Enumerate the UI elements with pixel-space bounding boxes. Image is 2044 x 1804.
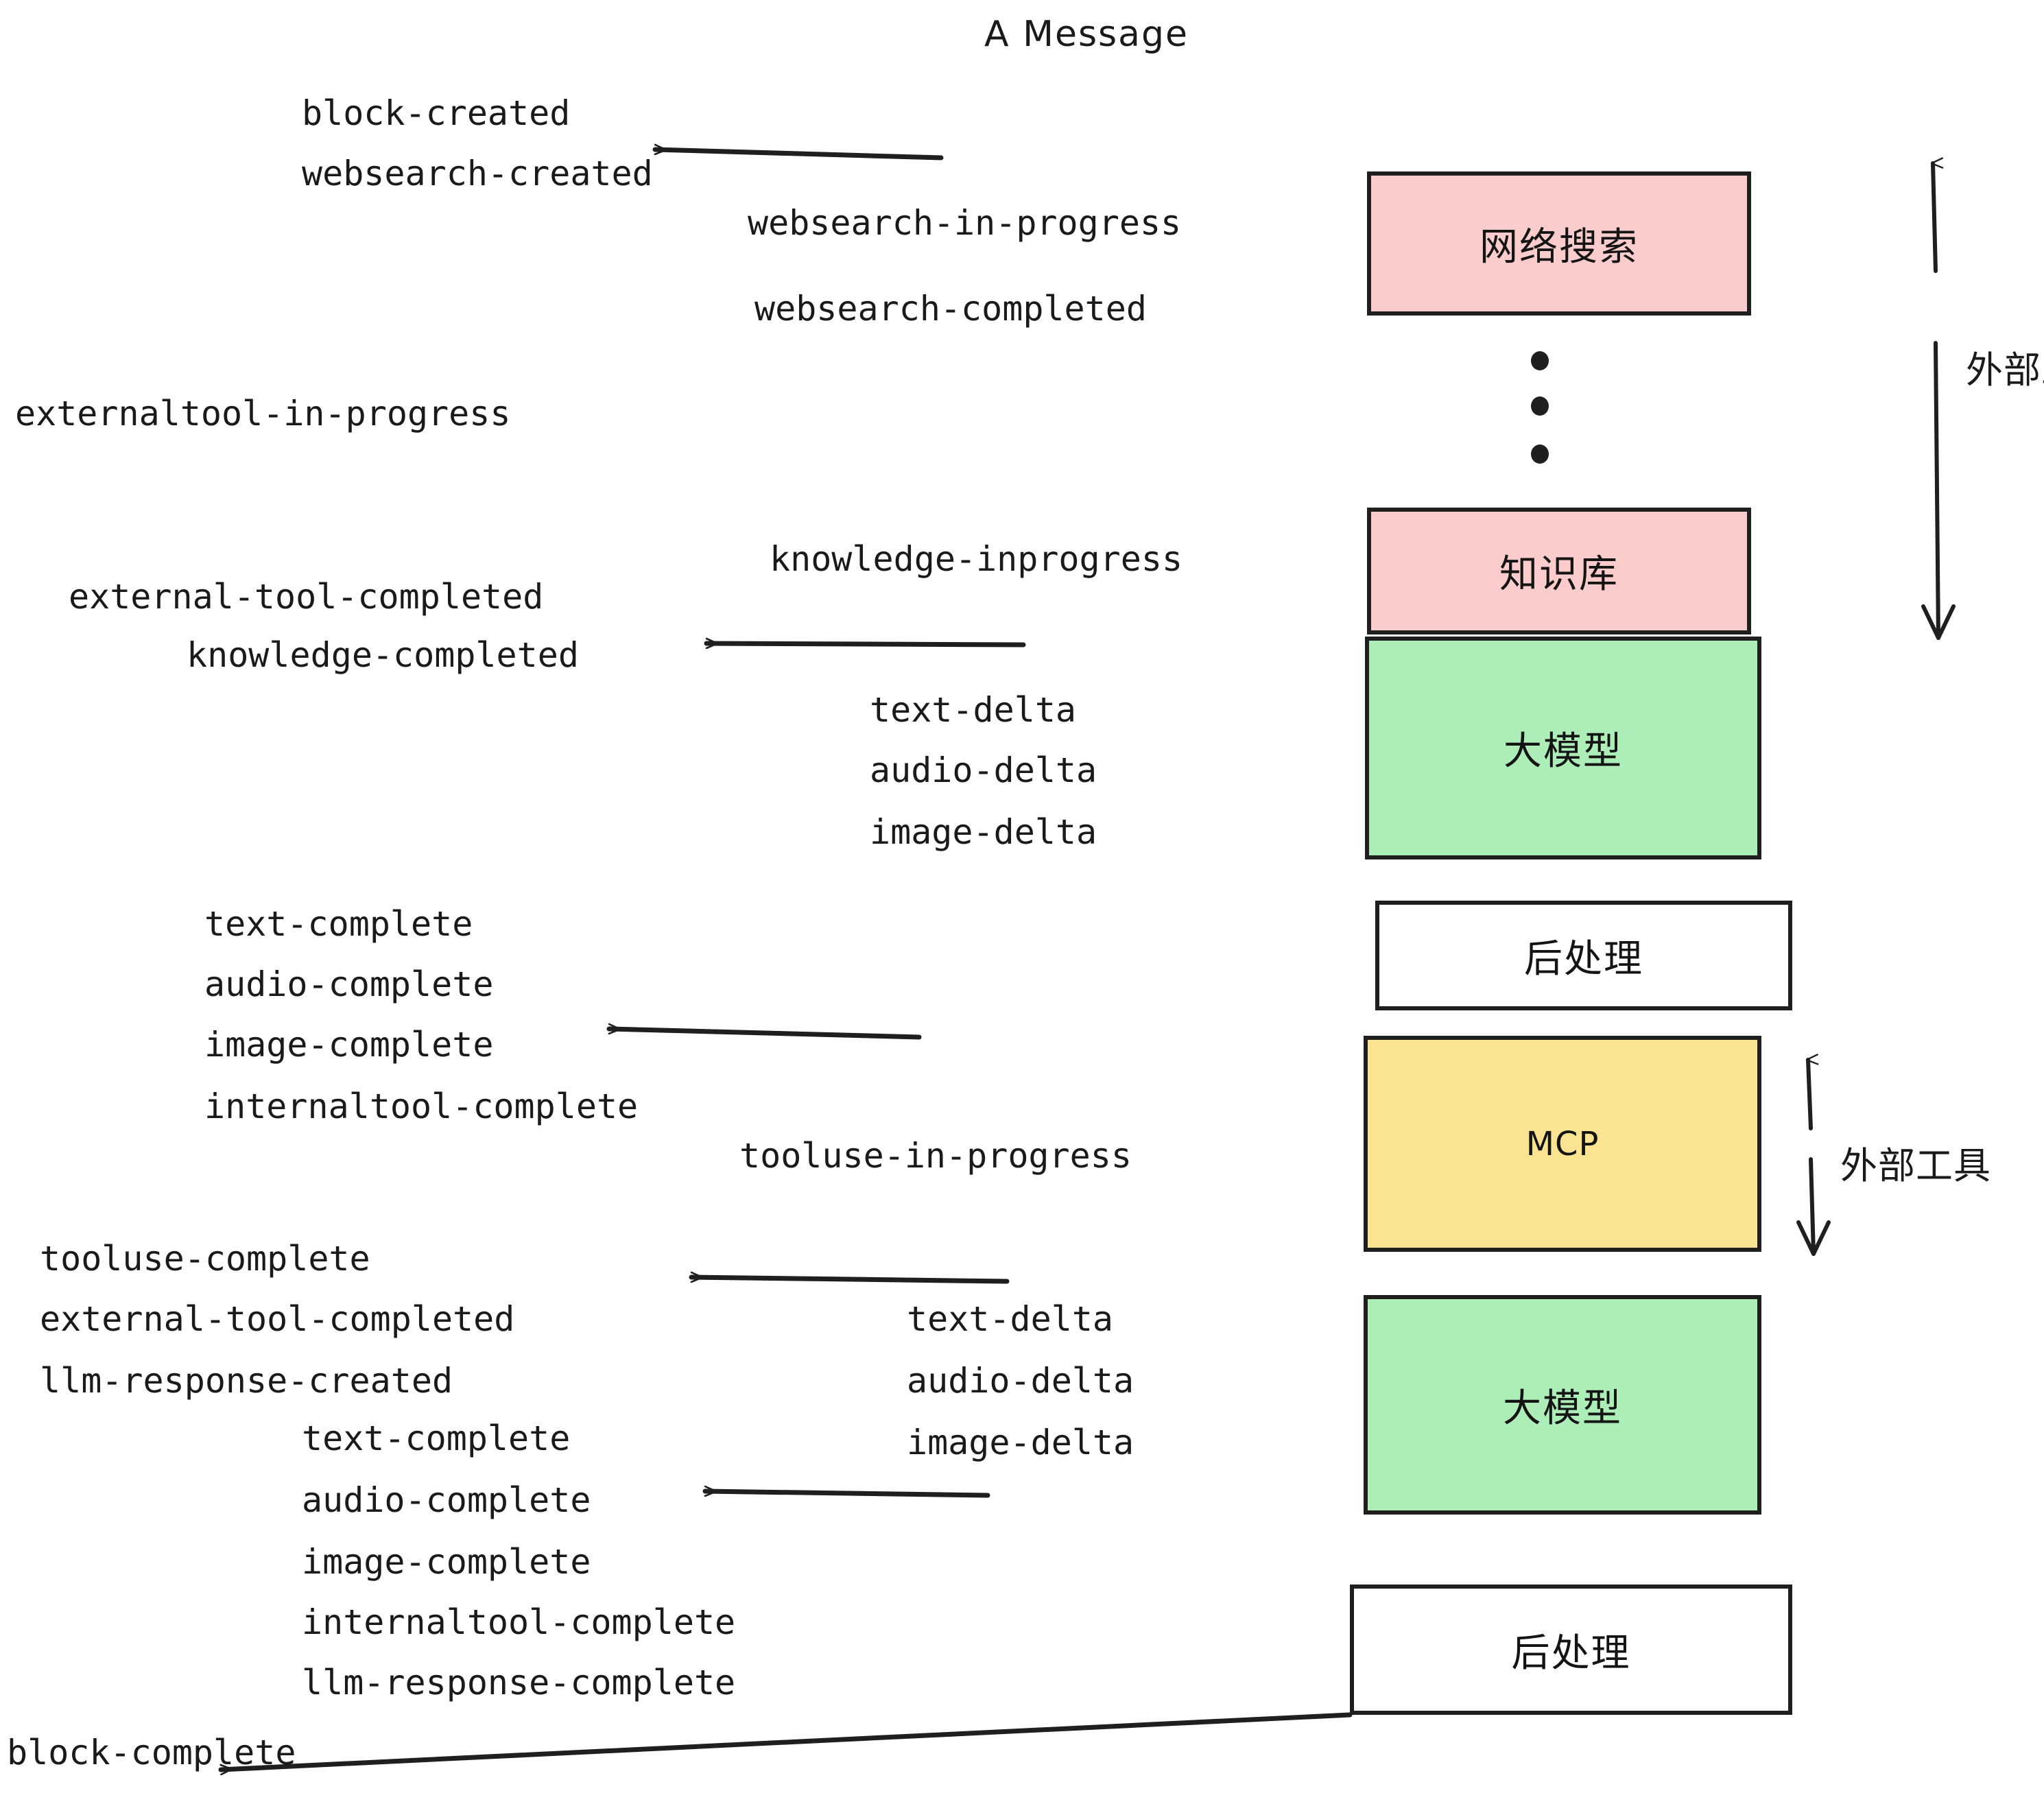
flow-arrows	[218, 150, 1353, 1770]
event-label-llm-response-created: llm-response-created	[40, 1361, 453, 1401]
event-label-external-tool-completed-2: external-tool-completed	[40, 1299, 515, 1339]
event-label-text-complete-1: text-complete	[204, 904, 473, 944]
event-label-text-delta-2: text-delta	[907, 1299, 1114, 1339]
event-label-websearch-created: websearch-created	[302, 154, 653, 193]
node-llm-top: 大模型	[1365, 637, 1761, 859]
event-label-llm-response-complete: llm-response-complete	[302, 1663, 736, 1702]
external-tool-arrow-top-down	[1934, 341, 1940, 640]
external-tool-arrow-bottom-up	[1808, 1060, 1811, 1130]
event-label-knowledge-completed: knowledge-completed	[187, 635, 579, 675]
event-label-externaltool-in-progress: externaltool-in-progress	[15, 394, 511, 434]
event-label-text-delta-1: text-delta	[870, 690, 1077, 730]
ellipsis-dot-1	[1531, 351, 1549, 370]
node-postprocess-bottom: 后处理	[1350, 1585, 1792, 1715]
node-postprocess-top: 后处理	[1375, 901, 1792, 1010]
arrow-tooluse-complete	[689, 1277, 1010, 1284]
event-label-block-complete: block-complete	[7, 1733, 296, 1772]
external-tool-arrow-bottom-down	[1809, 1157, 1816, 1256]
event-label-audio-complete-2: audio-complete	[302, 1480, 591, 1520]
event-label-tooluse-complete: tooluse-complete	[40, 1239, 370, 1279]
ellipsis-dot-2	[1531, 396, 1549, 416]
external-tool-arrow-top-down-head	[1921, 604, 1956, 640]
event-label-image-complete-2: image-complete	[302, 1542, 591, 1582]
event-label-block-created: block-created	[302, 93, 571, 133]
event-label-audio-delta-2: audio-delta	[907, 1361, 1134, 1401]
side-label-external-tool-bottom: 外部工具	[1840, 1144, 1991, 1187]
event-label-audio-delta-1: audio-delta	[870, 750, 1097, 790]
event-label-image-delta-2: image-delta	[907, 1423, 1134, 1462]
external-tool-arrow-bottom-down-head	[1796, 1220, 1831, 1256]
event-label-websearch-completed: websearch-completed	[754, 289, 1147, 329]
event-label-image-delta-1: image-delta	[870, 812, 1097, 852]
event-label-internaltool-complete-2: internaltool-complete	[302, 1602, 736, 1642]
event-label-knowledge-inprogress: knowledge-inprogress	[770, 539, 1183, 579]
side-label-external-tool-top: 外部工具	[1966, 348, 2044, 392]
external-tool-arrow-top-up	[1933, 163, 1936, 273]
event-label-tooluse-in-progress: tooluse-in-progress	[739, 1136, 1132, 1176]
ellipsis-dot-3	[1531, 444, 1549, 464]
arrow-knowledge-completed	[704, 643, 1026, 645]
event-label-image-complete-1: image-complete	[204, 1025, 494, 1065]
arrow-block-complete	[218, 1712, 1353, 1770]
event-label-text-complete-2: text-complete	[302, 1419, 571, 1458]
page-title: A Message	[984, 14, 1189, 55]
bidirectional-arrows	[1796, 163, 1956, 1256]
node-llm-bottom: 大模型	[1364, 1295, 1761, 1515]
event-label-websearch-in-progress: websearch-in-progress	[748, 203, 1182, 243]
event-label-external-tool-completed-1: external-tool-completed	[69, 577, 544, 617]
arrow-audio-complete	[702, 1491, 990, 1498]
arrow-block-created	[652, 150, 944, 161]
node-knowledge: 知识库	[1367, 508, 1751, 634]
node-mcp: MCP	[1364, 1036, 1761, 1252]
arrow-image-complete	[606, 1029, 922, 1040]
event-label-audio-complete-1: audio-complete	[204, 964, 494, 1004]
node-websearch: 网络搜索	[1367, 171, 1751, 316]
event-label-internaltool-complete-1: internaltool-complete	[204, 1087, 639, 1126]
